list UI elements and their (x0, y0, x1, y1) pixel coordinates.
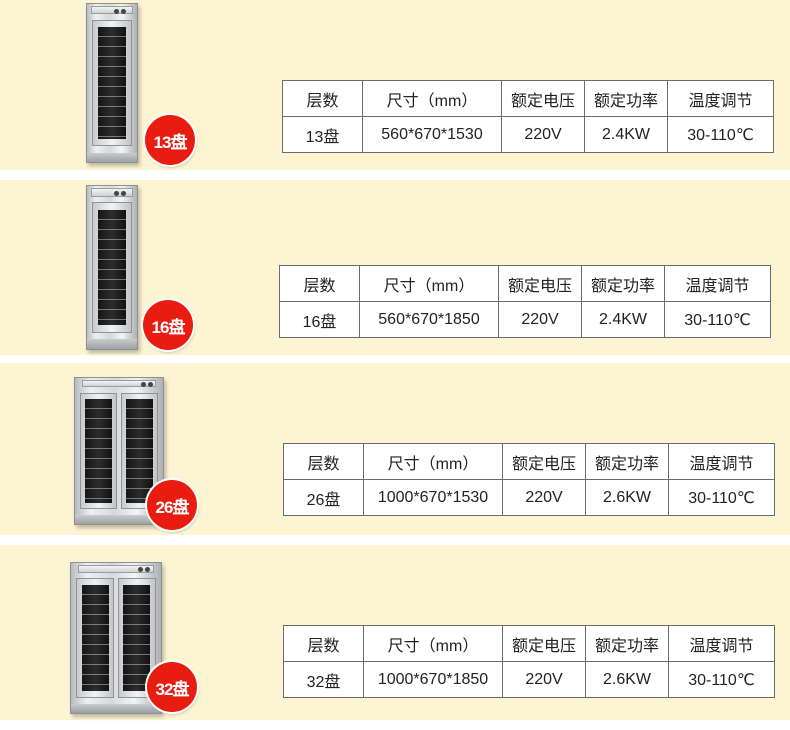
header-size: 尺寸（mm） (363, 625, 503, 662)
tray-count-badge: 16盘 (143, 300, 193, 350)
header-layers: 层数 (283, 625, 364, 662)
header-temperature: 温度调节 (667, 80, 774, 117)
value-temperature: 30-110℃ (664, 301, 771, 338)
value-power: 2.6KW (585, 661, 669, 698)
value-temperature: 30-110℃ (668, 479, 775, 516)
proofer-cabinet-image (74, 377, 164, 525)
value-layers: 32盘 (283, 661, 364, 698)
header-power: 额定功率 (585, 443, 669, 480)
value-size: 1000*670*1850 (363, 661, 503, 698)
value-voltage: 220V (502, 661, 586, 698)
proofer-cabinet-image (86, 185, 138, 350)
header-power: 额定功率 (581, 265, 665, 302)
control-panel (82, 380, 156, 388)
spec-table: 层数 尺寸（mm） 额定电压 额定功率 温度调节 32盘 1000*670*18… (283, 625, 775, 698)
header-size: 尺寸（mm） (359, 265, 499, 302)
header-size: 尺寸（mm） (362, 80, 502, 117)
value-temperature: 30-110℃ (668, 661, 775, 698)
control-panel (78, 565, 154, 573)
value-size: 560*670*1530 (362, 116, 502, 153)
spec-value-row: 32盘 1000*670*1850 220V 2.6KW 30-110℃ (283, 661, 775, 698)
value-power: 2.4KW (584, 116, 668, 153)
spec-header-row: 层数 尺寸（mm） 额定电压 额定功率 温度调节 (282, 80, 774, 117)
header-layers: 层数 (283, 443, 364, 480)
product-section: 26盘 层数 尺寸（mm） 额定电压 额定功率 温度调节 26盘 1000*67… (0, 363, 790, 535)
header-temperature: 温度调节 (668, 443, 775, 480)
control-panel (91, 188, 133, 197)
value-power: 2.4KW (581, 301, 665, 338)
header-size: 尺寸（mm） (363, 443, 503, 480)
spec-value-row: 26盘 1000*670*1530 220V 2.6KW 30-110℃ (283, 479, 775, 516)
spec-header-row: 层数 尺寸（mm） 额定电压 额定功率 温度调节 (283, 443, 775, 480)
header-power: 额定功率 (584, 80, 668, 117)
header-power: 额定功率 (585, 625, 669, 662)
tray-count-badge: 13盘 (145, 115, 195, 165)
value-power: 2.6KW (585, 479, 669, 516)
cabinet-door-left (80, 392, 118, 510)
spec-header-row: 层数 尺寸（mm） 额定电压 额定功率 温度调节 (279, 265, 771, 302)
product-section: 32盘 层数 尺寸（mm） 额定电压 额定功率 温度调节 32盘 1000*67… (0, 545, 790, 720)
spec-table: 层数 尺寸（mm） 额定电压 额定功率 温度调节 13盘 560*670*153… (282, 80, 774, 153)
value-layers: 16盘 (279, 301, 360, 338)
tray-count-badge: 32盘 (147, 662, 197, 712)
header-voltage: 额定电压 (502, 625, 586, 662)
proofer-cabinet-image (70, 562, 162, 714)
cabinet-door (92, 202, 132, 333)
product-section: 13盘 层数 尺寸（mm） 额定电压 额定功率 温度调节 13盘 560*670… (0, 0, 790, 170)
proofer-cabinet-image (86, 3, 138, 163)
value-voltage: 220V (502, 479, 586, 516)
spec-table: 层数 尺寸（mm） 额定电压 额定功率 温度调节 26盘 1000*670*15… (283, 443, 775, 516)
spec-value-row: 13盘 560*670*1530 220V 2.4KW 30-110℃ (282, 116, 774, 153)
header-voltage: 额定电压 (501, 80, 585, 117)
header-layers: 层数 (282, 80, 363, 117)
value-layers: 13盘 (282, 116, 363, 153)
value-voltage: 220V (501, 116, 585, 153)
spec-table: 层数 尺寸（mm） 额定电压 额定功率 温度调节 16盘 560*670*185… (279, 265, 771, 338)
spec-header-row: 层数 尺寸（mm） 额定电压 额定功率 温度调节 (283, 625, 775, 662)
cabinet-door-right (117, 578, 156, 698)
value-temperature: 30-110℃ (667, 116, 774, 153)
header-voltage: 额定电压 (502, 443, 586, 480)
spec-value-row: 16盘 560*670*1850 220V 2.4KW 30-110℃ (279, 301, 771, 338)
value-layers: 26盘 (283, 479, 364, 516)
control-panel (91, 6, 133, 15)
value-size: 1000*670*1530 (363, 479, 503, 516)
header-voltage: 额定电压 (498, 265, 582, 302)
header-layers: 层数 (279, 265, 360, 302)
product-section: 16盘 层数 尺寸（mm） 额定电压 额定功率 温度调节 16盘 560*670… (0, 180, 790, 355)
cabinet-door-right (120, 392, 158, 510)
value-size: 560*670*1850 (359, 301, 499, 338)
cabinet-door-left (76, 578, 115, 698)
header-temperature: 温度调节 (668, 625, 775, 662)
cabinet-door (92, 19, 132, 147)
value-voltage: 220V (498, 301, 582, 338)
tray-count-badge: 26盘 (147, 480, 197, 530)
header-temperature: 温度调节 (664, 265, 771, 302)
